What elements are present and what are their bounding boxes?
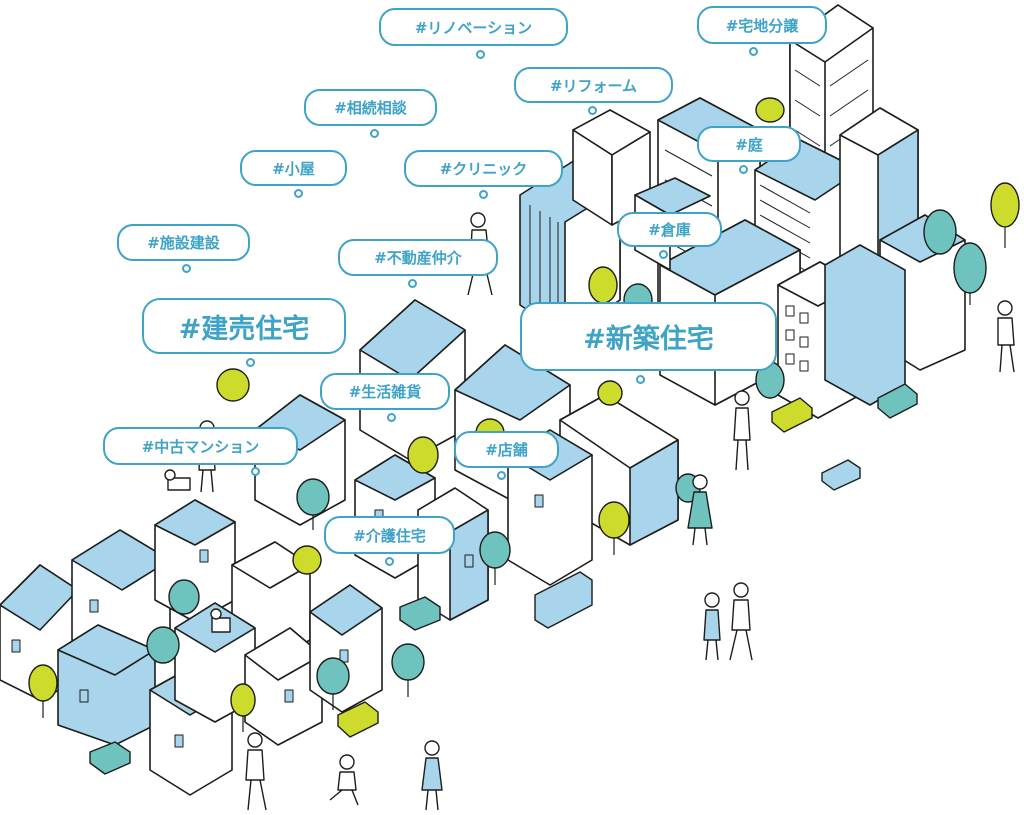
bubble-tail [294,189,303,198]
apartment-building-white [777,244,906,419]
tag-garden[interactable]: #庭 [697,126,801,162]
tag-general-goods[interactable]: #生活雑貨 [320,373,450,410]
person-icon [245,732,267,811]
person-icon [733,390,751,471]
bubble-tail [182,264,191,273]
bubble-tail [497,471,506,480]
tag-clinic[interactable]: #クリニック [404,150,563,187]
bubble-tail [479,190,488,199]
bubble-tail [588,106,597,115]
car-icon [89,741,131,775]
tag-built-for-sale-housing[interactable]: #建売住宅 [142,298,346,354]
person-icon [703,592,721,661]
car-icon [771,397,813,433]
dog-icon [164,469,191,491]
tag-reform[interactable]: #リフォーム [514,67,673,103]
tag-care-housing[interactable]: #介護住宅 [324,516,455,554]
bubble-tail [246,358,255,367]
bubble-tail [387,413,396,422]
tag-used-condominium[interactable]: #中古マンション [103,427,298,465]
house-row-front [0,494,544,796]
tag-shop[interactable]: #店舗 [454,431,559,468]
bubble-tail [370,129,379,138]
car-icon [821,459,861,491]
tag-warehouse[interactable]: #倉庫 [617,212,722,247]
person-icon [687,474,713,546]
bubble-tail [385,557,394,566]
bubble-tail [636,375,645,384]
cat-icon [210,608,231,633]
car-icon [337,701,379,738]
tag-new-house[interactable]: #新築住宅 [520,302,777,371]
bubble-tail [251,467,260,476]
person-icon [329,754,359,806]
car-icon [877,383,918,419]
bubble-tail [739,165,748,174]
bubble-tail [408,279,417,288]
person-icon [421,740,443,811]
tag-real-estate-brokerage[interactable]: #不動産仲介 [338,239,498,276]
tag-renovation[interactable]: #リノベーション [379,8,568,46]
tag-hut[interactable]: #小屋 [240,150,347,186]
person-icon [729,582,753,661]
person-icon [997,300,1015,373]
bubble-tail [749,47,758,56]
tag-inheritance-consultation[interactable]: #相続相談 [304,89,437,126]
vehicles [89,383,918,775]
tag-land-subdivision[interactable]: #宅地分譲 [697,6,827,44]
tag-facility-construction[interactable]: #施設建設 [117,224,250,261]
bubble-tail [659,250,668,259]
bubble-tail [476,50,485,59]
bus-icon [534,571,593,629]
car-icon [399,596,441,631]
